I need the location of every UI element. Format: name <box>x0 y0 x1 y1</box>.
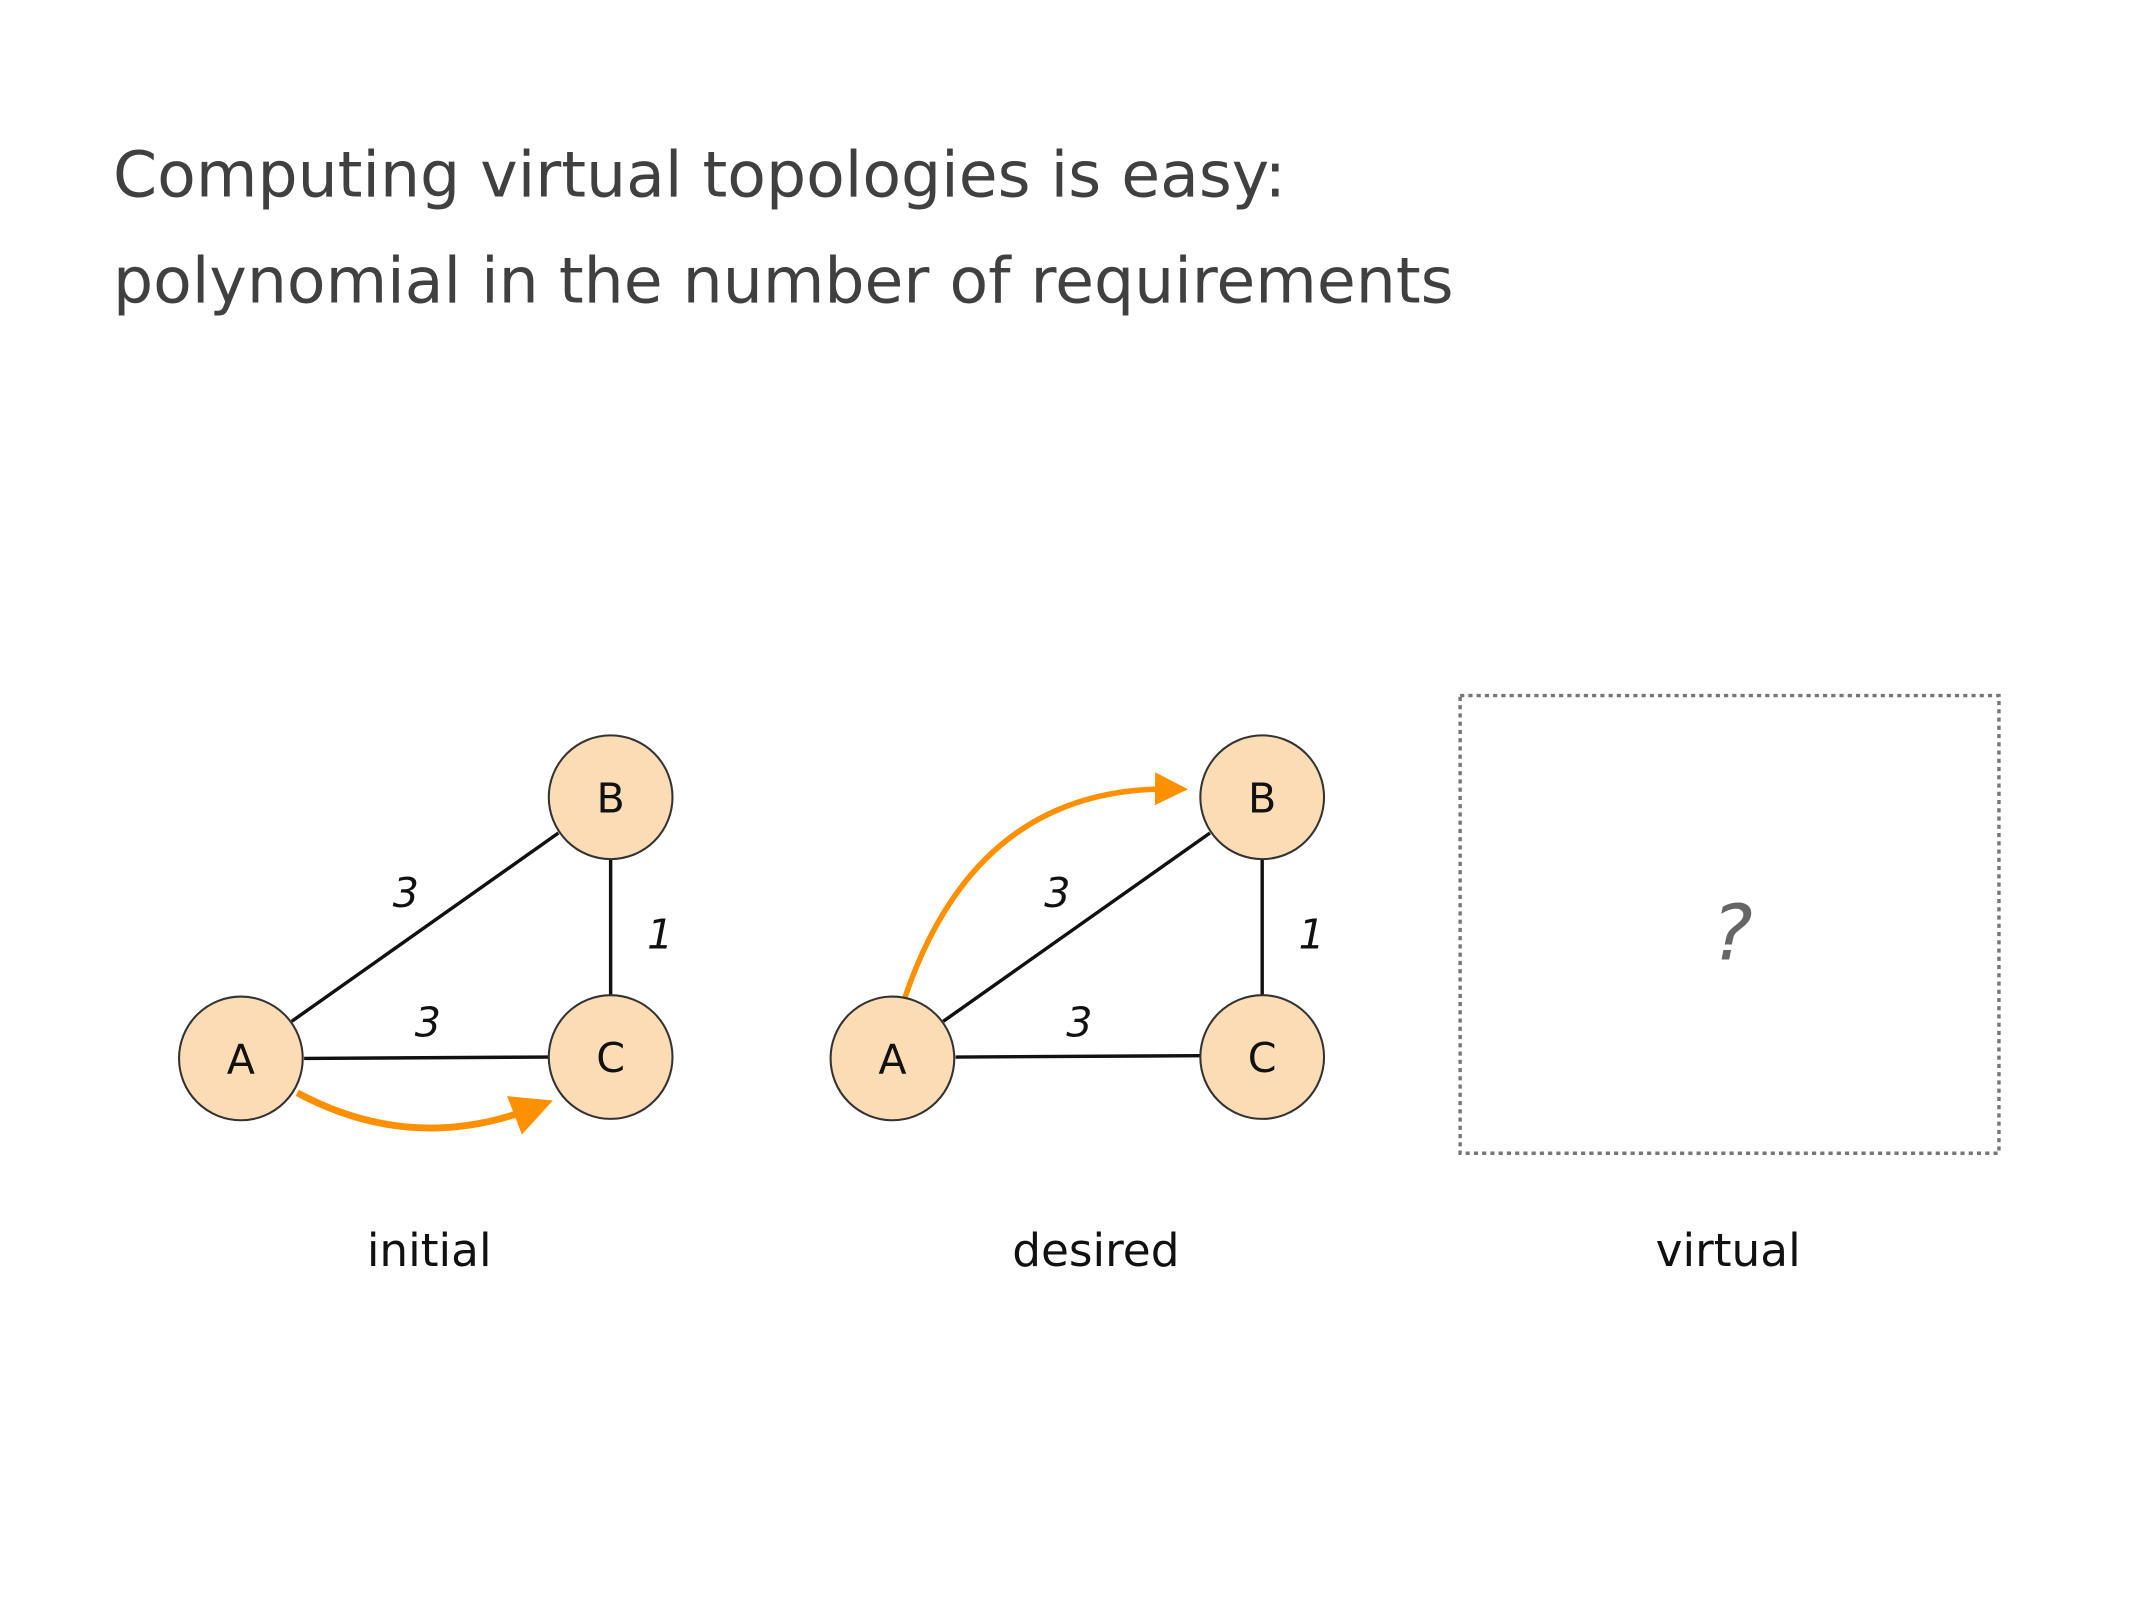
node-c <box>547 994 674 1120</box>
requirement-arrow-a-to-b <box>902 772 1188 999</box>
node-b <box>1199 734 1326 861</box>
caption-desired: desired <box>1012 1224 1179 1277</box>
weight-ac: 3 <box>1066 998 1092 1046</box>
weight-ab: 3 <box>1044 869 1070 917</box>
edge-ab <box>942 831 1211 1023</box>
edge-ac <box>955 1053 1201 1059</box>
node-b-label: B <box>597 774 625 822</box>
node-a-label: A <box>878 1036 906 1084</box>
virtual-placeholder-box <box>1458 693 2001 1155</box>
initial-graph: A B C 3 3 1 initial <box>177 734 674 1277</box>
weight-ac: 3 <box>415 998 441 1046</box>
edge-ab <box>290 831 560 1023</box>
weight-bc: 1 <box>1299 910 1325 958</box>
requirement-arrow-a-to-c <box>295 1089 553 1135</box>
node-b-label: B <box>1248 774 1276 822</box>
caption-virtual: virtual <box>1656 1224 1801 1277</box>
node-a-label: A <box>227 1036 255 1084</box>
caption-initial: initial <box>367 1224 492 1277</box>
node-a <box>177 995 304 1122</box>
desired-graph: A B C 3 3 1 desired <box>829 734 1326 1277</box>
question-mark: ? <box>1712 889 1753 978</box>
node-a <box>829 995 956 1122</box>
node-b <box>547 734 674 861</box>
edge-ac <box>304 1055 549 1061</box>
node-c-label: C <box>1248 1034 1277 1082</box>
virtual-graph: ? virtual <box>1458 693 2001 1277</box>
node-c-label: C <box>596 1034 625 1082</box>
title-line-2: polynomial in the number of requirements <box>113 243 1454 317</box>
weight-ab: 3 <box>393 869 419 917</box>
title-line-1: Computing virtual topologies is easy: <box>113 138 1286 212</box>
node-c <box>1199 994 1326 1120</box>
weight-bc: 1 <box>647 910 673 958</box>
